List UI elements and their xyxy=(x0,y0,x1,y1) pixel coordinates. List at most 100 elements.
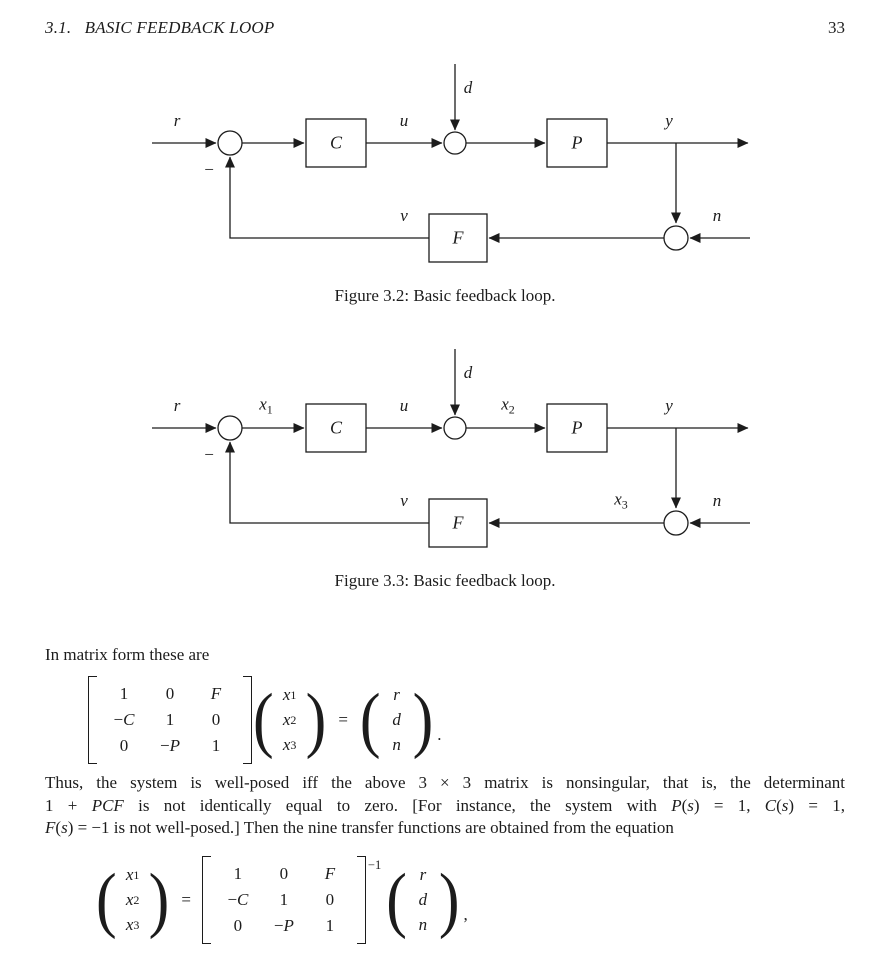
vector-cell: d xyxy=(418,890,428,909)
block-P-label: P xyxy=(571,132,583,153)
matrix-cell: 0 xyxy=(119,736,129,755)
minus-sign: − xyxy=(204,445,214,464)
label-r: r xyxy=(173,111,181,130)
label-n: n xyxy=(712,206,722,225)
section-heading: 3.1. BASIC FEEDBACK LOOP xyxy=(45,18,275,37)
label-d: d xyxy=(463,78,473,97)
label-u: u xyxy=(399,111,409,130)
feedback-loop-diagram-states xyxy=(152,349,750,548)
matrix-cell: 0 xyxy=(211,710,221,729)
page-number: 33 xyxy=(828,18,845,37)
left-paren: ( xyxy=(253,679,274,761)
equation-punctuation: , xyxy=(463,905,468,924)
left-bracket xyxy=(88,676,97,764)
summing-junction-2 xyxy=(443,131,467,155)
matrix-cell: 0 xyxy=(165,684,175,703)
matrix-cell: F xyxy=(324,864,336,883)
block-F-label: F xyxy=(452,227,464,248)
vector-cell: r xyxy=(419,865,427,884)
matrix-cell: −P xyxy=(160,736,180,755)
summing-junction-3 xyxy=(663,510,689,536)
summing-junction-1 xyxy=(217,130,243,156)
left-bracket xyxy=(201,856,211,944)
figure-3-2-caption: Figure 3.2: Basic feedback loop. xyxy=(334,286,556,305)
left-paren: ( xyxy=(386,859,407,941)
vector-cell: n xyxy=(418,915,428,934)
inverse-exponent: −1 xyxy=(367,858,382,872)
matrix-cell: 1 xyxy=(279,890,289,909)
matrix-cell: 1 xyxy=(211,736,221,755)
feedback-return-line xyxy=(225,441,429,524)
page-header: 3.1. BASIC FEEDBACK LOOP 33 xyxy=(45,18,845,38)
label-x1: x1 xyxy=(259,394,273,417)
block-C-label: C xyxy=(329,417,343,438)
label-y: y xyxy=(665,111,673,130)
intro-text: In matrix form these are xyxy=(45,645,210,664)
paragraph-line: F(s) = −1 is not well-posed.] Then the n… xyxy=(45,818,674,837)
minus-sign: − xyxy=(204,160,214,179)
summing-junction-2 xyxy=(443,416,467,440)
matrix-cell: 0 xyxy=(325,890,335,909)
figure-3-3-caption: Figure 3.3: Basic feedback loop. xyxy=(334,571,556,590)
right-paren: ) xyxy=(438,859,460,941)
label-v: v xyxy=(400,491,408,510)
summing-junction-1 xyxy=(217,415,243,441)
vector-cell: r xyxy=(393,685,400,704)
block-P-label: P xyxy=(571,417,583,438)
vector-cell: d xyxy=(392,710,401,729)
left-paren: ( xyxy=(359,679,381,761)
matrix-cell: 1 xyxy=(233,864,243,883)
label-n: n xyxy=(712,491,722,510)
left-paren: ( xyxy=(96,859,117,941)
equals-sign: = xyxy=(181,890,191,909)
label-d: d xyxy=(463,363,473,382)
matrix-cell: 0 xyxy=(279,864,289,883)
equals-sign: = xyxy=(338,710,348,729)
paragraph-line: Thus, the system is well-posed iff the a… xyxy=(45,773,845,792)
block-C-label: C xyxy=(329,132,343,153)
body-paragraph: Thus, the system is well-posed iff the a… xyxy=(45,772,845,840)
matrix-cell: 1 xyxy=(165,710,175,729)
coefficient-matrix: 1 0 F −C 1 0 0 −P 1 xyxy=(211,856,357,944)
figure-3-2: r u d y n v − C P F Figure 3.2: Basic fe… xyxy=(0,58,890,308)
label-r: r xyxy=(173,396,181,415)
coefficient-matrix: 1 0 F −C 1 0 0 −P 1 xyxy=(97,676,243,764)
label-v: v xyxy=(400,206,408,225)
matrix-cell: −C xyxy=(227,890,249,909)
label-y: y xyxy=(665,396,673,415)
matrix-cell: −P xyxy=(273,916,294,935)
right-paren: ) xyxy=(412,679,434,761)
input-vector: r d n xyxy=(382,681,412,760)
right-paren: ) xyxy=(305,679,327,761)
vector-cell: n xyxy=(392,735,401,754)
matrix-cell: 0 xyxy=(233,916,243,935)
right-bracket xyxy=(243,676,252,764)
equation-punctuation: . xyxy=(437,725,442,744)
feedback-return-line xyxy=(225,156,429,239)
label-x3: x3 xyxy=(614,489,628,512)
matrix-cell: 1 xyxy=(325,916,335,935)
matrix-cell: −C xyxy=(113,710,135,729)
matrix-cell: 1 xyxy=(119,684,129,703)
figure-3-3: r x1 u d x2 y n x3 v − C P F Figure 3.3:… xyxy=(0,343,890,593)
label-x2: x2 xyxy=(501,394,515,417)
block-F-label: F xyxy=(452,512,464,533)
right-paren: ) xyxy=(148,859,170,941)
summing-junction-3 xyxy=(663,225,689,251)
matrix-cell: F xyxy=(210,684,222,703)
label-u: u xyxy=(399,396,409,415)
paragraph-line: 1 + PCF is not identically equal to zero… xyxy=(45,795,846,815)
feedback-loop-diagram xyxy=(152,64,750,263)
right-bracket xyxy=(356,856,366,944)
